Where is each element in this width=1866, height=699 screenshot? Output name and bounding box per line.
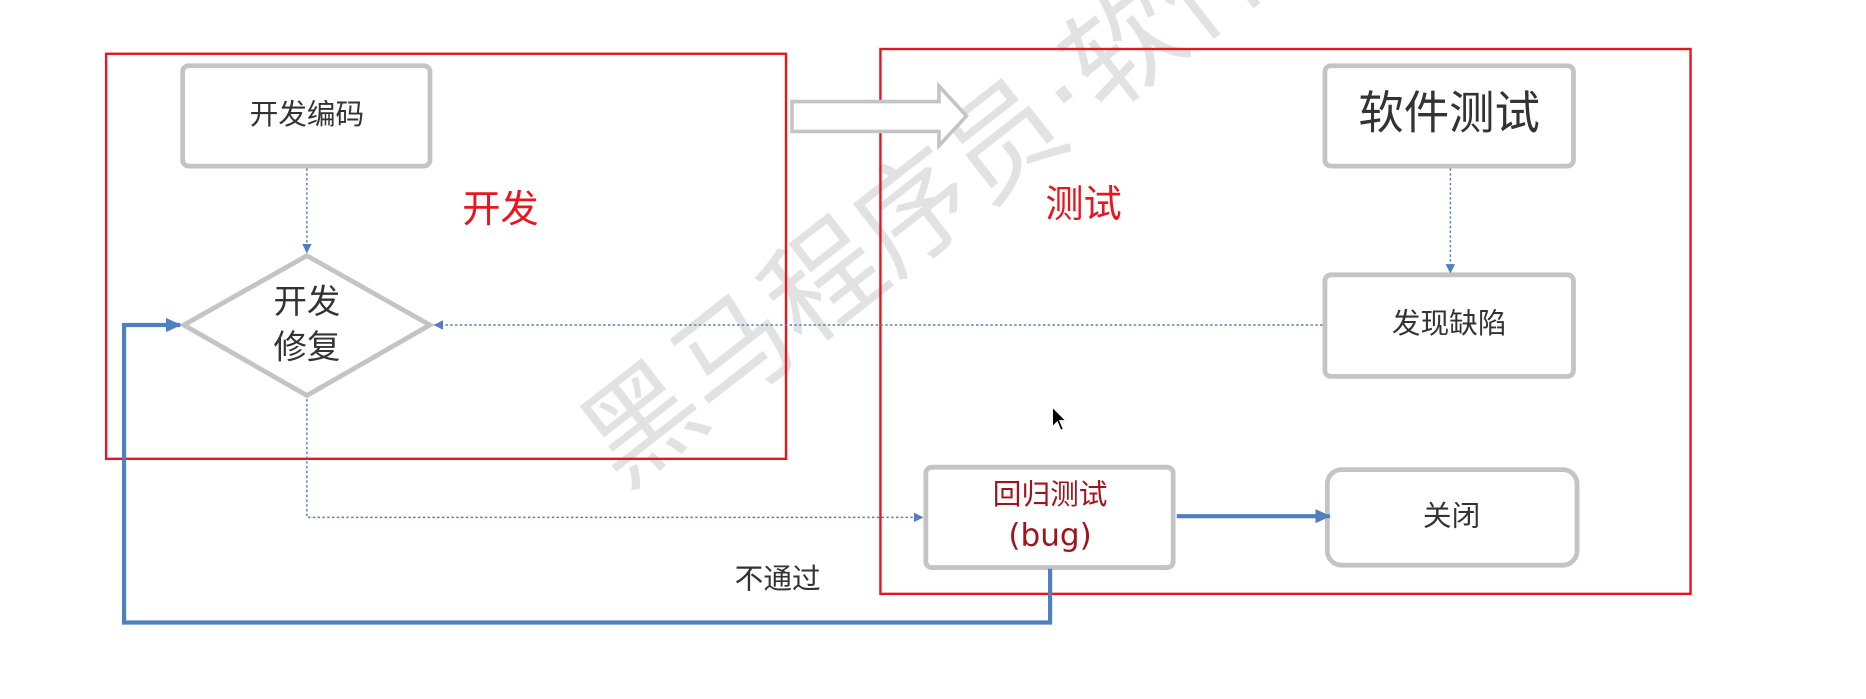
- edge-regression-fail-to-fix: [121, 317, 1053, 625]
- node-software-test-label: 软件测试: [1358, 86, 1540, 139]
- node-dev-fix[interactable]: 开发 修复: [178, 252, 435, 399]
- test-region-label: 测试: [1045, 183, 1121, 227]
- node-find-defect-label: 发现缺陷: [1392, 306, 1507, 340]
- node-dev-coding-label: 开发编码: [250, 97, 365, 131]
- test-region-border: [879, 47, 1692, 596]
- node-close-label: 关闭: [1423, 498, 1480, 532]
- node-find-defect[interactable]: 发现缺陷: [1322, 272, 1576, 379]
- dev-region-border: [104, 52, 788, 461]
- edge-fail-label: 不通过: [735, 562, 821, 596]
- node-software-test[interactable]: 软件测试: [1322, 63, 1576, 169]
- watermark: 黑马程序员·软件测: [558, 0, 1392, 512]
- hollow-arrow-icon: [790, 81, 969, 151]
- node-regression-label-2: (bug): [1008, 517, 1091, 553]
- node-regression-test[interactable]: 回归测试 (bug): [923, 464, 1176, 570]
- node-close[interactable]: 关闭: [1324, 467, 1580, 568]
- dev-region-label: 开发: [462, 188, 538, 232]
- mouse-cursor-icon: [1052, 406, 1067, 431]
- node-dev-fix-label-2: 修复: [273, 327, 340, 366]
- node-dev-fix-label-1: 开发: [273, 282, 340, 321]
- edge-fix-to-regression: [306, 399, 924, 523]
- node-dev-coding[interactable]: 开发编码: [180, 63, 433, 169]
- node-regression-label-1: 回归测试: [993, 477, 1108, 511]
